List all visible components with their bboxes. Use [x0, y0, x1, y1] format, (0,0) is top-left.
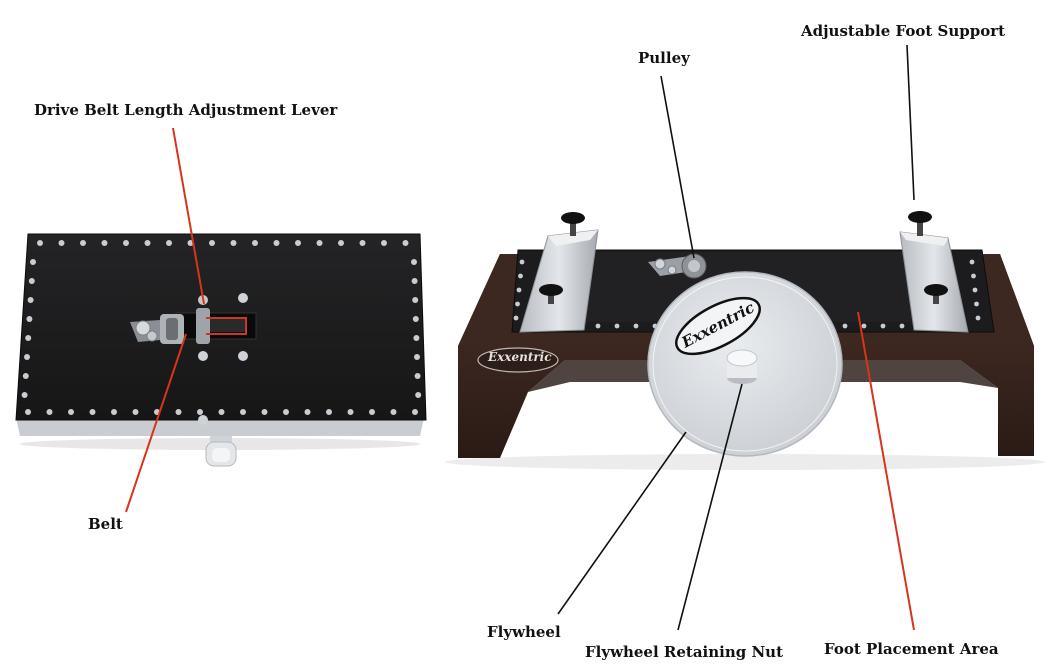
bolt-hole — [89, 409, 96, 415]
pulley — [648, 253, 707, 279]
bolt-hole — [304, 409, 311, 415]
bolt-hole — [68, 409, 74, 415]
bolt-hole — [971, 273, 976, 279]
bolt-hole — [633, 323, 639, 329]
bolt-hole — [413, 335, 420, 341]
bolt-hole — [369, 409, 375, 415]
leader-flywheel-retaining-nut — [677, 383, 743, 631]
bolt-hole — [240, 409, 246, 415]
bolt-hole — [25, 409, 31, 415]
bolt-hole — [415, 392, 422, 398]
leader-foot-placement-area — [857, 311, 915, 631]
bolt-hole — [132, 409, 139, 415]
label-drive-belt-lever: Drive Belt Length Adjustment Lever — [34, 101, 338, 119]
bolt-hole — [518, 273, 523, 279]
bolt-hole — [252, 240, 258, 246]
bolt-hole — [283, 409, 289, 415]
leader-lines — [125, 44, 915, 631]
right-foot-support — [899, 211, 969, 333]
bolt-hole — [261, 409, 268, 415]
bolt-hole — [144, 240, 151, 246]
bolt-hole — [326, 409, 332, 415]
leader-pulley — [660, 75, 695, 259]
bolt-hole — [166, 240, 172, 246]
bolt-hole — [974, 301, 979, 307]
bolt-hole — [295, 240, 301, 246]
label-pulley: Pulley — [638, 49, 690, 67]
bolt-hole — [26, 316, 33, 322]
bolt-hole — [316, 240, 323, 246]
bolt-hole — [975, 315, 981, 321]
top-view-bolts — [21, 240, 422, 415]
leader-flywheel — [557, 431, 687, 615]
bolt-hole — [972, 287, 978, 293]
bolt-hole — [123, 240, 129, 246]
bolt-hole — [412, 316, 419, 322]
bolt-hole — [411, 278, 418, 284]
bolt-hole — [359, 240, 366, 246]
bolt-hole — [969, 259, 975, 265]
bolt-hole — [614, 323, 620, 329]
bolt-hole — [28, 278, 35, 284]
bolt-hole — [209, 240, 215, 246]
bolt-hole — [412, 297, 419, 303]
bolt-hole — [519, 259, 525, 265]
bolt-hole — [842, 323, 848, 329]
bolt-hole — [402, 240, 409, 246]
leader-belt — [125, 333, 187, 513]
bolt-hole — [21, 392, 28, 398]
bolt-hole — [25, 335, 32, 341]
bolt-hole — [197, 409, 203, 415]
bolt-hole — [30, 259, 36, 265]
bolt-hole — [58, 240, 65, 246]
bolt-hole — [46, 409, 53, 415]
label-flywheel: Flywheel — [487, 623, 561, 641]
bolt-hole — [880, 323, 886, 329]
label-flywheel-retaining-nut: Flywheel Retaining Nut — [585, 643, 784, 661]
bolt-hole — [414, 354, 420, 360]
bolt-hole — [273, 240, 280, 246]
top-view-mechanism — [130, 293, 257, 425]
bolt-hole — [595, 323, 601, 329]
bolt-hole — [111, 409, 117, 415]
bolt-hole — [37, 240, 43, 246]
bolt-hole — [24, 354, 30, 360]
bolt-hole — [515, 301, 520, 307]
left-foot-support — [519, 212, 599, 333]
label-adjustable-foot-support: Adjustable Foot Support — [801, 22, 1006, 40]
bolt-hole — [861, 323, 867, 329]
bolt-hole — [218, 409, 225, 415]
bolt-hole — [411, 259, 417, 265]
bolt-hole — [175, 409, 182, 415]
bolt-hole — [230, 240, 237, 246]
bolt-hole — [27, 297, 34, 303]
bolt-hole — [513, 315, 519, 321]
frame-logo: Exxentric — [488, 350, 552, 364]
bolt-hole — [414, 373, 421, 379]
flywheel-retaining-nut — [726, 349, 758, 384]
bolt-hole — [338, 240, 344, 246]
bolt-hole — [22, 373, 29, 379]
leader-drive-belt-lever — [172, 127, 205, 305]
bolt-hole — [516, 287, 522, 293]
top-view-board — [15, 233, 427, 467]
bolt-hole — [899, 323, 905, 329]
bolt-hole — [390, 409, 397, 415]
bolt-hole — [412, 409, 418, 415]
bolt-hole — [347, 409, 354, 415]
bolt-hole — [80, 240, 86, 246]
bolt-hole — [381, 240, 387, 246]
bolt-hole — [101, 240, 108, 246]
label-belt: Belt — [88, 515, 123, 533]
label-foot-placement-area: Foot Placement Area — [824, 640, 999, 658]
leader-adjustable-foot-support — [906, 44, 915, 201]
